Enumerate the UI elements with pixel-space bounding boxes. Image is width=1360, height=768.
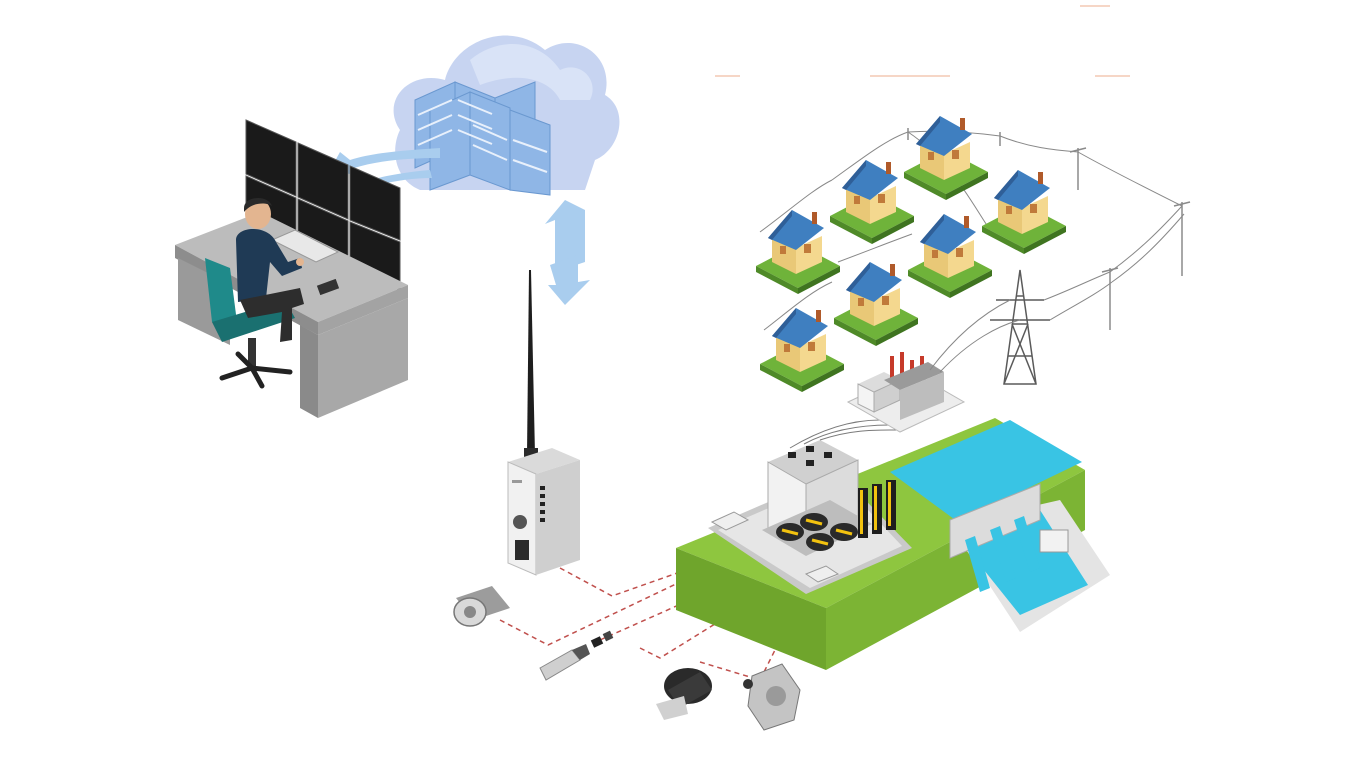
encoder-sensor-icon xyxy=(453,586,510,627)
house-icon xyxy=(760,308,844,392)
wireless-router-icon xyxy=(507,270,580,576)
transmission-tower-icon xyxy=(990,269,1050,385)
house-icon xyxy=(982,170,1066,254)
starter-motor-icon xyxy=(656,668,712,720)
house-icon xyxy=(756,210,840,294)
decorative-strokes xyxy=(715,5,1130,77)
plant-power-lines xyxy=(789,419,901,449)
operator-desk-icon xyxy=(175,119,408,418)
house-icon xyxy=(904,116,988,200)
operator-person-icon xyxy=(236,197,304,342)
valve-sensor-icon xyxy=(743,663,801,731)
substation-icon xyxy=(846,352,966,433)
house-icon xyxy=(908,214,992,298)
utility-pole-icon xyxy=(907,128,1191,330)
cloud-server-icon xyxy=(393,35,620,196)
hydro-power-plant-icon xyxy=(676,418,1110,670)
house-icon xyxy=(834,262,918,346)
gateway-uplink-arrow-icon xyxy=(545,200,590,305)
probe-sensor-icon xyxy=(539,630,614,681)
